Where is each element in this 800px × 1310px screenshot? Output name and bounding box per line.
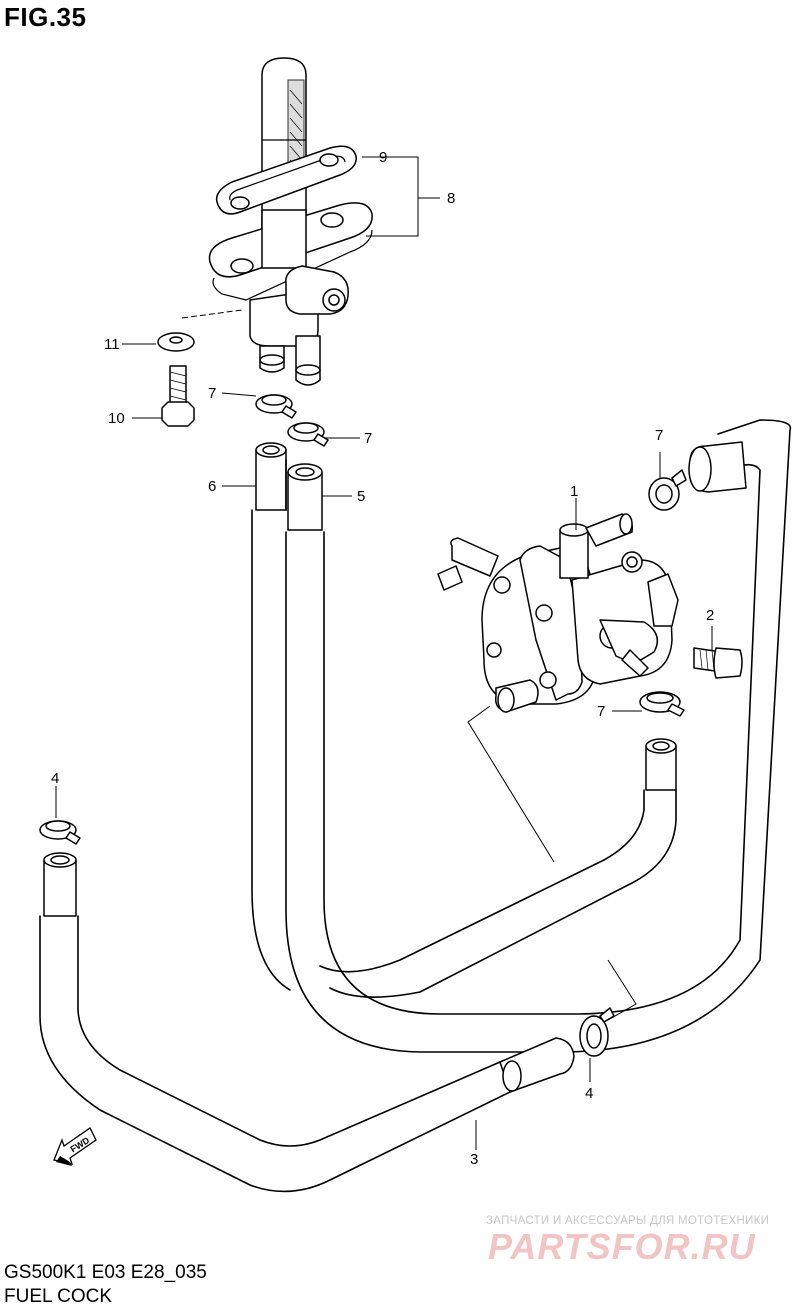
- callout-1: 1: [570, 483, 578, 500]
- hose-clamp: [648, 469, 687, 511]
- fuel-hose-6: [251, 442, 291, 991]
- callout-3: 3: [470, 1151, 478, 1168]
- section-title: FUEL COCK: [4, 1286, 113, 1307]
- forward-direction-arrow: FWD: [53, 1127, 97, 1166]
- fuel-hose-3: [39, 852, 575, 1193]
- hose-clamp: [579, 1007, 615, 1057]
- hose-clamp: [287, 422, 329, 447]
- callout-10: 10: [108, 410, 125, 427]
- callout-4a: 4: [51, 770, 59, 787]
- hose-clamp: [39, 820, 81, 845]
- callout-6: 6: [208, 478, 216, 495]
- pump-bolt: [693, 647, 743, 679]
- fuel-cock-assembly: [181, 57, 373, 386]
- callout-7d: 7: [597, 703, 605, 720]
- callout-7b: 7: [364, 430, 372, 447]
- watermark-logo: PARTSFOR.RU: [488, 1226, 756, 1267]
- callout-9: 9: [379, 149, 387, 166]
- model-code: GS500K1 E03 E28_035: [4, 1262, 207, 1283]
- fuel-hose-5: [285, 419, 792, 1053]
- callout-8: 8: [447, 190, 455, 207]
- callout-11: 11: [104, 336, 120, 353]
- washer: [157, 332, 195, 352]
- fuel-pump: [437, 513, 679, 713]
- pump-outlet-hose: [319, 738, 677, 998]
- callout-2: 2: [706, 607, 714, 624]
- hose-clamp: [639, 691, 685, 717]
- watermark-tagline: ЗАПЧАСТИ И АКСЕССУАРЫ ДЛЯ МОТОТЕХНИКИ: [486, 1215, 770, 1227]
- callout-7c: 7: [655, 427, 663, 444]
- callout-4b: 4: [585, 1085, 593, 1102]
- callout-5: 5: [357, 488, 365, 505]
- bolt: [161, 365, 195, 427]
- figure-title: FIG.35: [4, 2, 87, 32]
- hose-clamp: [255, 394, 297, 419]
- callout-7a: 7: [208, 385, 216, 402]
